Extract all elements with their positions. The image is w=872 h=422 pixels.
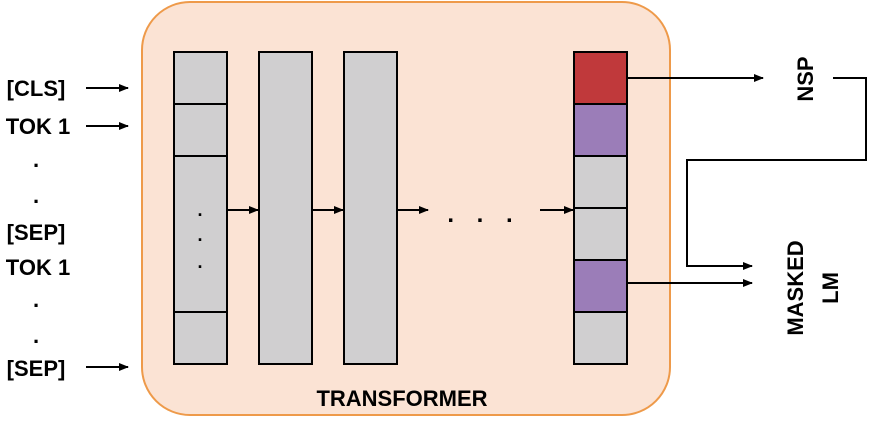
lm-label: LM bbox=[818, 272, 843, 304]
input-dot-3: . bbox=[33, 287, 39, 312]
input-token-sep-1: [SEP] bbox=[7, 220, 66, 245]
transformer-label: TRANSFORMER bbox=[316, 386, 487, 411]
svg-text:.: . bbox=[197, 200, 202, 220]
svg-text:.: . bbox=[197, 225, 202, 245]
input-dot-4: . bbox=[33, 323, 39, 348]
input-embedding-column bbox=[173, 51, 228, 365]
input-token-sep-2: [SEP] bbox=[7, 356, 66, 381]
column-inner-dots: . . . bbox=[197, 200, 202, 272]
arrow-nsp-to-masked-lm bbox=[686, 77, 867, 270]
cls-output-cell bbox=[573, 51, 628, 105]
masked-label: MASKED bbox=[783, 240, 808, 335]
input-dot-1: . bbox=[33, 147, 39, 172]
nsp-label: NSP bbox=[793, 56, 818, 101]
masked-output-cell-1 bbox=[573, 103, 628, 157]
input-dot-2: . bbox=[33, 183, 39, 208]
input-token-tok1-b: TOK 1 bbox=[6, 255, 70, 280]
layer-ellipsis: . . . bbox=[447, 201, 520, 228]
masked-output-cell-2 bbox=[573, 259, 628, 313]
transformer-layer-3 bbox=[343, 51, 398, 365]
transformer-layer-2 bbox=[258, 51, 313, 365]
svg-text:.: . bbox=[197, 252, 202, 272]
input-token-cls: [CLS] bbox=[7, 76, 66, 101]
output-column bbox=[573, 51, 628, 365]
input-token-tok1-a: TOK 1 bbox=[6, 114, 70, 139]
